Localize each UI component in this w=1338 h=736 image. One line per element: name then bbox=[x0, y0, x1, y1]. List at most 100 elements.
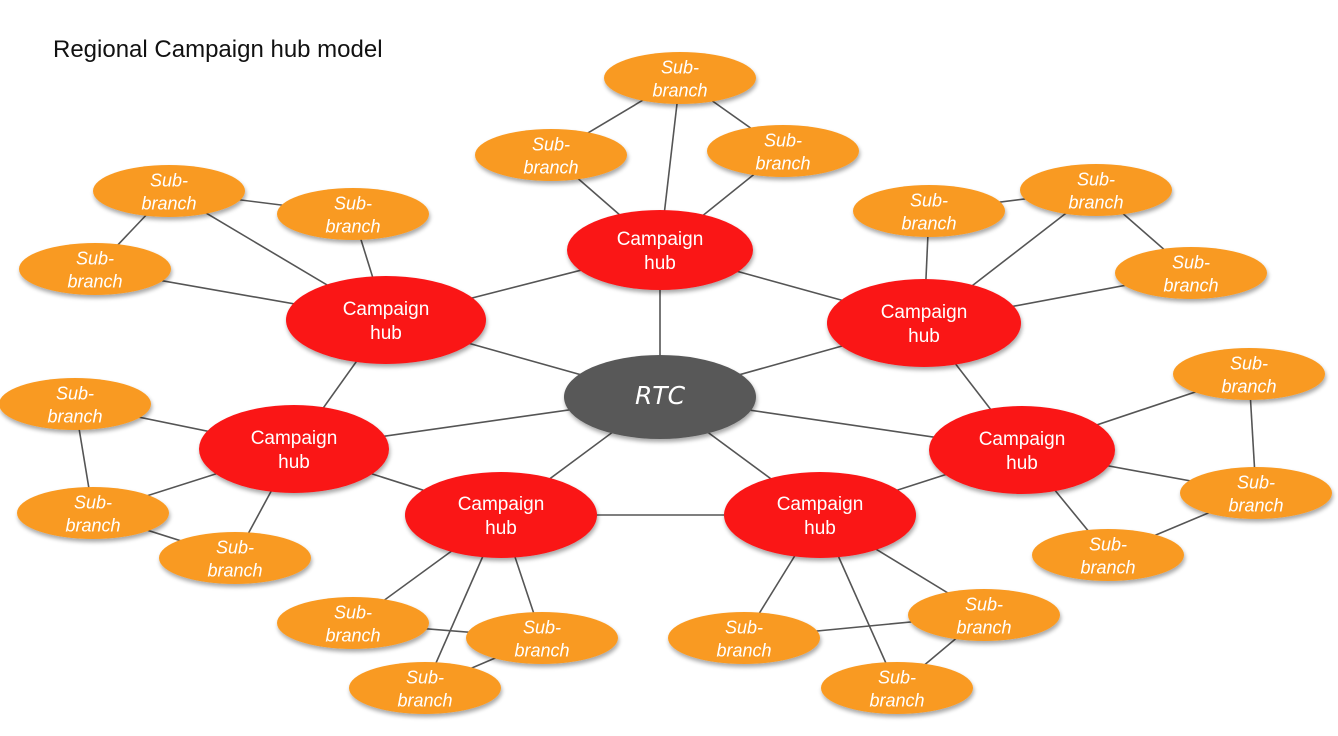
sub-branch-node-sb-r-1[interactable]: Sub-branch bbox=[1173, 348, 1325, 400]
sub-branch-ellipse bbox=[466, 612, 618, 664]
sub-branch-ellipse bbox=[668, 612, 820, 664]
campaign-hub-label-line: hub bbox=[1006, 453, 1038, 474]
sub-branch-ellipse bbox=[1180, 467, 1332, 519]
sub-branch-node-sb-lr-2[interactable]: Sub-branch bbox=[908, 589, 1060, 641]
sub-branch-node-sb-l-1[interactable]: Sub-branch bbox=[0, 378, 151, 430]
sub-branch-label-line: Sub- bbox=[1230, 354, 1268, 374]
sub-branch-node-sb-ur-3[interactable]: Sub-branch bbox=[1115, 247, 1267, 299]
sub-branch-label-line: Sub- bbox=[216, 538, 254, 558]
sub-branch-node-sb-r-3[interactable]: Sub-branch bbox=[1032, 529, 1184, 581]
sub-branch-label-line: branch bbox=[65, 516, 120, 536]
sub-branch-label-line: Sub- bbox=[1237, 473, 1275, 493]
campaign-hub-label-line: hub bbox=[908, 326, 940, 347]
sub-branch-node-sb-ll-2[interactable]: Sub-branch bbox=[466, 612, 618, 664]
sub-branch-label-line: branch bbox=[207, 561, 262, 581]
sub-branch-ellipse bbox=[853, 185, 1005, 237]
center-ellipse bbox=[564, 355, 756, 439]
sub-branch-node-sb-ll-3[interactable]: Sub-branch bbox=[349, 662, 501, 714]
sub-branch-node-sb-top-2[interactable]: Sub-branch bbox=[475, 129, 627, 181]
campaign-hub-ellipse bbox=[929, 406, 1115, 494]
campaign-hub-label-line: Campaign bbox=[251, 428, 338, 449]
campaign-hub-label-line: hub bbox=[278, 452, 310, 473]
campaign-hub-node-hub-top[interactable]: Campaign hub bbox=[567, 210, 753, 290]
campaign-hub-label-line: hub bbox=[804, 518, 836, 539]
sub-branch-label-line: branch bbox=[523, 158, 578, 178]
sub-branch-node-sb-l-2[interactable]: Sub-branch bbox=[17, 487, 169, 539]
sub-branch-node-sb-top-1[interactable]: Sub-branch bbox=[604, 52, 756, 104]
campaign-hub-label-line: Campaign bbox=[881, 302, 968, 323]
sub-branch-label-line: Sub- bbox=[725, 618, 763, 638]
sub-branch-ellipse bbox=[277, 597, 429, 649]
sub-branch-node-sb-r-2[interactable]: Sub-branch bbox=[1180, 467, 1332, 519]
center-node-rtc[interactable]: RTC bbox=[564, 355, 756, 439]
sub-branch-label-line: Sub- bbox=[334, 194, 372, 214]
sub-branch-ellipse bbox=[1173, 348, 1325, 400]
sub-branch-label-line: branch bbox=[1221, 377, 1276, 397]
sub-branch-label-line: Sub- bbox=[523, 618, 561, 638]
campaign-hub-node-hub-upper-right[interactable]: Campaign hub bbox=[827, 279, 1021, 367]
sub-branch-label-line: Sub- bbox=[1077, 170, 1115, 190]
sub-branch-node-sb-lr-1[interactable]: Sub-branch bbox=[668, 612, 820, 664]
sub-branch-label-line: Sub- bbox=[965, 595, 1003, 615]
sub-branch-label-line: branch bbox=[67, 272, 122, 292]
sub-branch-label-line: Sub- bbox=[1089, 535, 1127, 555]
sub-branch-label-line: Sub- bbox=[76, 249, 114, 269]
sub-branch-label-line: branch bbox=[47, 407, 102, 427]
sub-branch-node-sb-ur-2[interactable]: Sub-branch bbox=[1020, 164, 1172, 216]
campaign-hub-ellipse bbox=[567, 210, 753, 290]
sub-branch-label-line: branch bbox=[755, 154, 810, 174]
sub-branch-label-line: Sub- bbox=[910, 191, 948, 211]
nodes-layer: Sub-branchSub-branchSub-branchSub-branch… bbox=[0, 52, 1332, 714]
sub-branch-node-sb-ul-1[interactable]: Sub-branch bbox=[93, 165, 245, 217]
campaign-hub-node-hub-right[interactable]: Campaign hub bbox=[929, 406, 1115, 494]
campaign-hub-label-line: hub bbox=[644, 253, 676, 274]
sub-branch-ellipse bbox=[17, 487, 169, 539]
center-label-line: RTC bbox=[635, 381, 686, 410]
campaign-hub-node-hub-left[interactable]: Campaign hub bbox=[199, 405, 389, 493]
sub-branch-ellipse bbox=[19, 243, 171, 295]
sub-branch-node-sb-top-3[interactable]: Sub-branch bbox=[707, 125, 859, 177]
sub-branch-label-line: branch bbox=[1068, 193, 1123, 213]
sub-branch-label-line: Sub- bbox=[764, 131, 802, 151]
sub-branch-ellipse bbox=[604, 52, 756, 104]
campaign-hub-label-line: Campaign bbox=[979, 429, 1066, 450]
sub-branch-label-line: branch bbox=[1163, 276, 1218, 296]
sub-branch-ellipse bbox=[277, 188, 429, 240]
campaign-hub-label-line: Campaign bbox=[458, 494, 545, 515]
sub-branch-node-sb-ll-1[interactable]: Sub-branch bbox=[277, 597, 429, 649]
sub-branch-ellipse bbox=[0, 378, 151, 430]
campaign-hub-node-hub-lower-right[interactable]: Campaign hub bbox=[724, 472, 916, 558]
sub-branch-ellipse bbox=[908, 589, 1060, 641]
sub-branch-label-line: Sub- bbox=[878, 668, 916, 688]
sub-branch-node-sb-l-3[interactable]: Sub-branch bbox=[159, 532, 311, 584]
sub-branch-label-line: Sub- bbox=[56, 384, 94, 404]
sub-branch-label-line: Sub- bbox=[661, 58, 699, 78]
sub-branch-label-line: branch bbox=[325, 217, 380, 237]
sub-branch-node-sb-lr-3[interactable]: Sub-branch bbox=[821, 662, 973, 714]
campaign-hub-node-hub-lower-left[interactable]: Campaign hub bbox=[405, 472, 597, 558]
sub-branch-ellipse bbox=[821, 662, 973, 714]
sub-branch-ellipse bbox=[475, 129, 627, 181]
sub-branch-label-line: Sub- bbox=[74, 493, 112, 513]
campaign-hub-label-line: Campaign bbox=[617, 229, 704, 250]
campaign-hub-ellipse bbox=[286, 276, 486, 364]
sub-branch-ellipse bbox=[159, 532, 311, 584]
sub-branch-node-sb-ul-2[interactable]: Sub-branch bbox=[277, 188, 429, 240]
sub-branch-ellipse bbox=[1115, 247, 1267, 299]
sub-branch-ellipse bbox=[1020, 164, 1172, 216]
sub-branch-label-line: Sub- bbox=[532, 135, 570, 155]
campaign-hub-label-line: Campaign bbox=[777, 494, 864, 515]
sub-branch-label-line: branch bbox=[397, 691, 452, 711]
sub-branch-label-line: Sub- bbox=[150, 171, 188, 191]
sub-branch-label-line: branch bbox=[1228, 496, 1283, 516]
campaign-hub-ellipse bbox=[827, 279, 1021, 367]
campaign-hub-label-line: hub bbox=[370, 323, 402, 344]
sub-branch-label-line: branch bbox=[869, 691, 924, 711]
sub-branch-node-sb-ul-3[interactable]: Sub-branch bbox=[19, 243, 171, 295]
sub-branch-ellipse bbox=[93, 165, 245, 217]
campaign-hub-ellipse bbox=[724, 472, 916, 558]
sub-branch-node-sb-ur-1[interactable]: Sub-branch bbox=[853, 185, 1005, 237]
campaign-hub-label-line: hub bbox=[485, 518, 517, 539]
